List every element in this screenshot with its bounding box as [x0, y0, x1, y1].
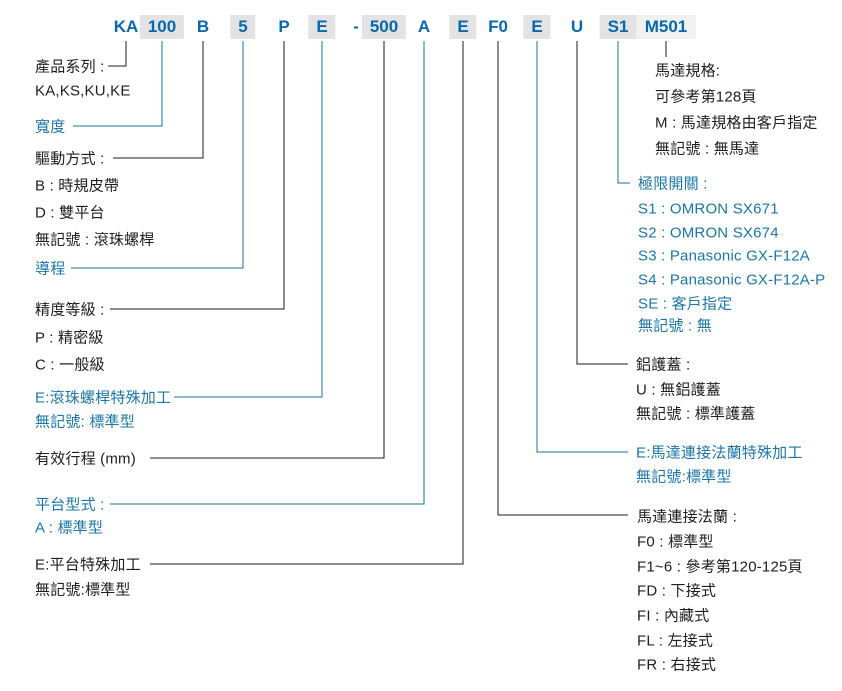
label-drive-type-3: 無記號 : 滾珠螺桿: [35, 231, 155, 249]
label-table-type-1: A : 標準型: [35, 519, 104, 537]
connector-drive-type: [113, 41, 204, 159]
label-motor-flange-5: FL : 左接式: [637, 632, 714, 650]
label-limit-switch-6: 無記號 : 無: [638, 317, 712, 335]
label-limit-switch-1: S1 : OMRON SX671: [638, 200, 779, 218]
label-aluminum-cover-1: U : 無鋁護蓋: [636, 381, 721, 399]
label-motor-flange-0: 馬達連接法蘭 :: [637, 508, 737, 526]
connector-product-series: [108, 41, 127, 67]
connector-aluminum-cover: [576, 41, 628, 365]
label-ballscrew-special-1: 無記號: 標準型: [35, 413, 135, 431]
code-segment-e: E: [308, 15, 336, 39]
label-limit-switch-0: 極限開關 :: [638, 175, 708, 193]
connector-width: [73, 41, 163, 127]
label-limit-switch-3: S3 : Panasonic GX-F12A: [638, 247, 810, 265]
label-product-series-0: 產品系列 :: [35, 58, 105, 76]
code-segment-f0: F0: [488, 17, 508, 36]
label-motor-flange-4: FI : 內藏式: [637, 607, 710, 625]
label-accuracy-grade-0: 精度等級 :: [35, 301, 105, 319]
label-limit-switch-5: SE : 客戶指定: [638, 295, 733, 313]
label-motor-spec-2: M : 馬達規格由客戶指定: [655, 114, 818, 132]
code-segment-e: E: [449, 15, 477, 39]
label-aluminum-cover-2: 無記號 : 標準護蓋: [636, 405, 756, 423]
label-drive-type-0: 驅動方式 :: [35, 150, 105, 168]
connector-limit-switch: [617, 41, 630, 184]
connector-accuracy-grade: [110, 41, 285, 310]
label-limit-switch-4: S4 : Panasonic GX-F12A-P: [638, 271, 826, 289]
code-segment--: -: [353, 17, 359, 36]
label-motor-flange-1: F0 : 標準型: [637, 533, 714, 551]
code-segment-e: E: [523, 15, 551, 39]
label-table-special-0: E:平台特殊加工: [35, 556, 141, 574]
connector-lead: [71, 41, 244, 269]
code-segment-5: 5: [230, 15, 256, 39]
code-segment-u: U: [570, 17, 584, 36]
code-segment-m501: M501: [636, 15, 696, 39]
code-segment-100: 100: [139, 15, 185, 39]
code-segment-a: A: [417, 17, 431, 36]
label-flange-special-0: E:馬達連接法蘭特殊加工: [636, 444, 803, 462]
connector-table-special: [150, 41, 464, 565]
connector-motor-flange: [497, 41, 628, 516]
connector-effective-stroke: [150, 41, 385, 459]
label-flange-special-1: 無記號:標準型: [636, 468, 732, 486]
label-motor-spec-1: 可參考第128頁: [655, 88, 757, 106]
label-ballscrew-special-0: E:滾珠螺桿特殊加工: [35, 389, 172, 407]
label-motor-flange-2: F1~6 : 參考第120-125頁: [637, 558, 803, 576]
label-table-special-1: 無記號:標準型: [35, 581, 131, 599]
label-drive-type-2: D : 雙平台: [35, 204, 105, 222]
label-product-series-1: KA,KS,KU,KE: [35, 82, 131, 100]
label-drive-type-1: B : 時規皮帶: [35, 177, 120, 195]
label-accuracy-grade-2: C : 一般級: [35, 356, 105, 374]
label-motor-spec-3: 無記號 : 無馬達: [655, 140, 760, 158]
label-lead-0: 導程: [35, 260, 66, 278]
label-limit-switch-2: S2 : OMRON SX674: [638, 224, 779, 242]
label-motor-spec-0: 馬達規格:: [655, 62, 721, 80]
label-effective-stroke-0: 有效行程 (mm): [35, 450, 136, 468]
label-motor-flange-3: FD : 下接式: [637, 582, 717, 600]
label-table-type-0: 平台型式 :: [35, 496, 105, 514]
code-segment-b: B: [196, 17, 210, 36]
connector-table-type: [110, 41, 425, 505]
code-segment-p: P: [278, 17, 290, 36]
label-accuracy-grade-1: P : 精密級: [35, 329, 104, 347]
connector-flange-special: [536, 41, 628, 453]
connector-ballscrew-special: [174, 41, 323, 398]
code-segment-s1: S1: [599, 15, 637, 39]
label-motor-flange-6: FR : 右接式: [637, 656, 717, 674]
label-width-0: 寬度: [35, 118, 66, 136]
code-segment-ka: KA: [113, 17, 139, 36]
label-aluminum-cover-0: 鋁護蓋 :: [636, 356, 691, 374]
code-segment-500: 500: [361, 15, 407, 39]
